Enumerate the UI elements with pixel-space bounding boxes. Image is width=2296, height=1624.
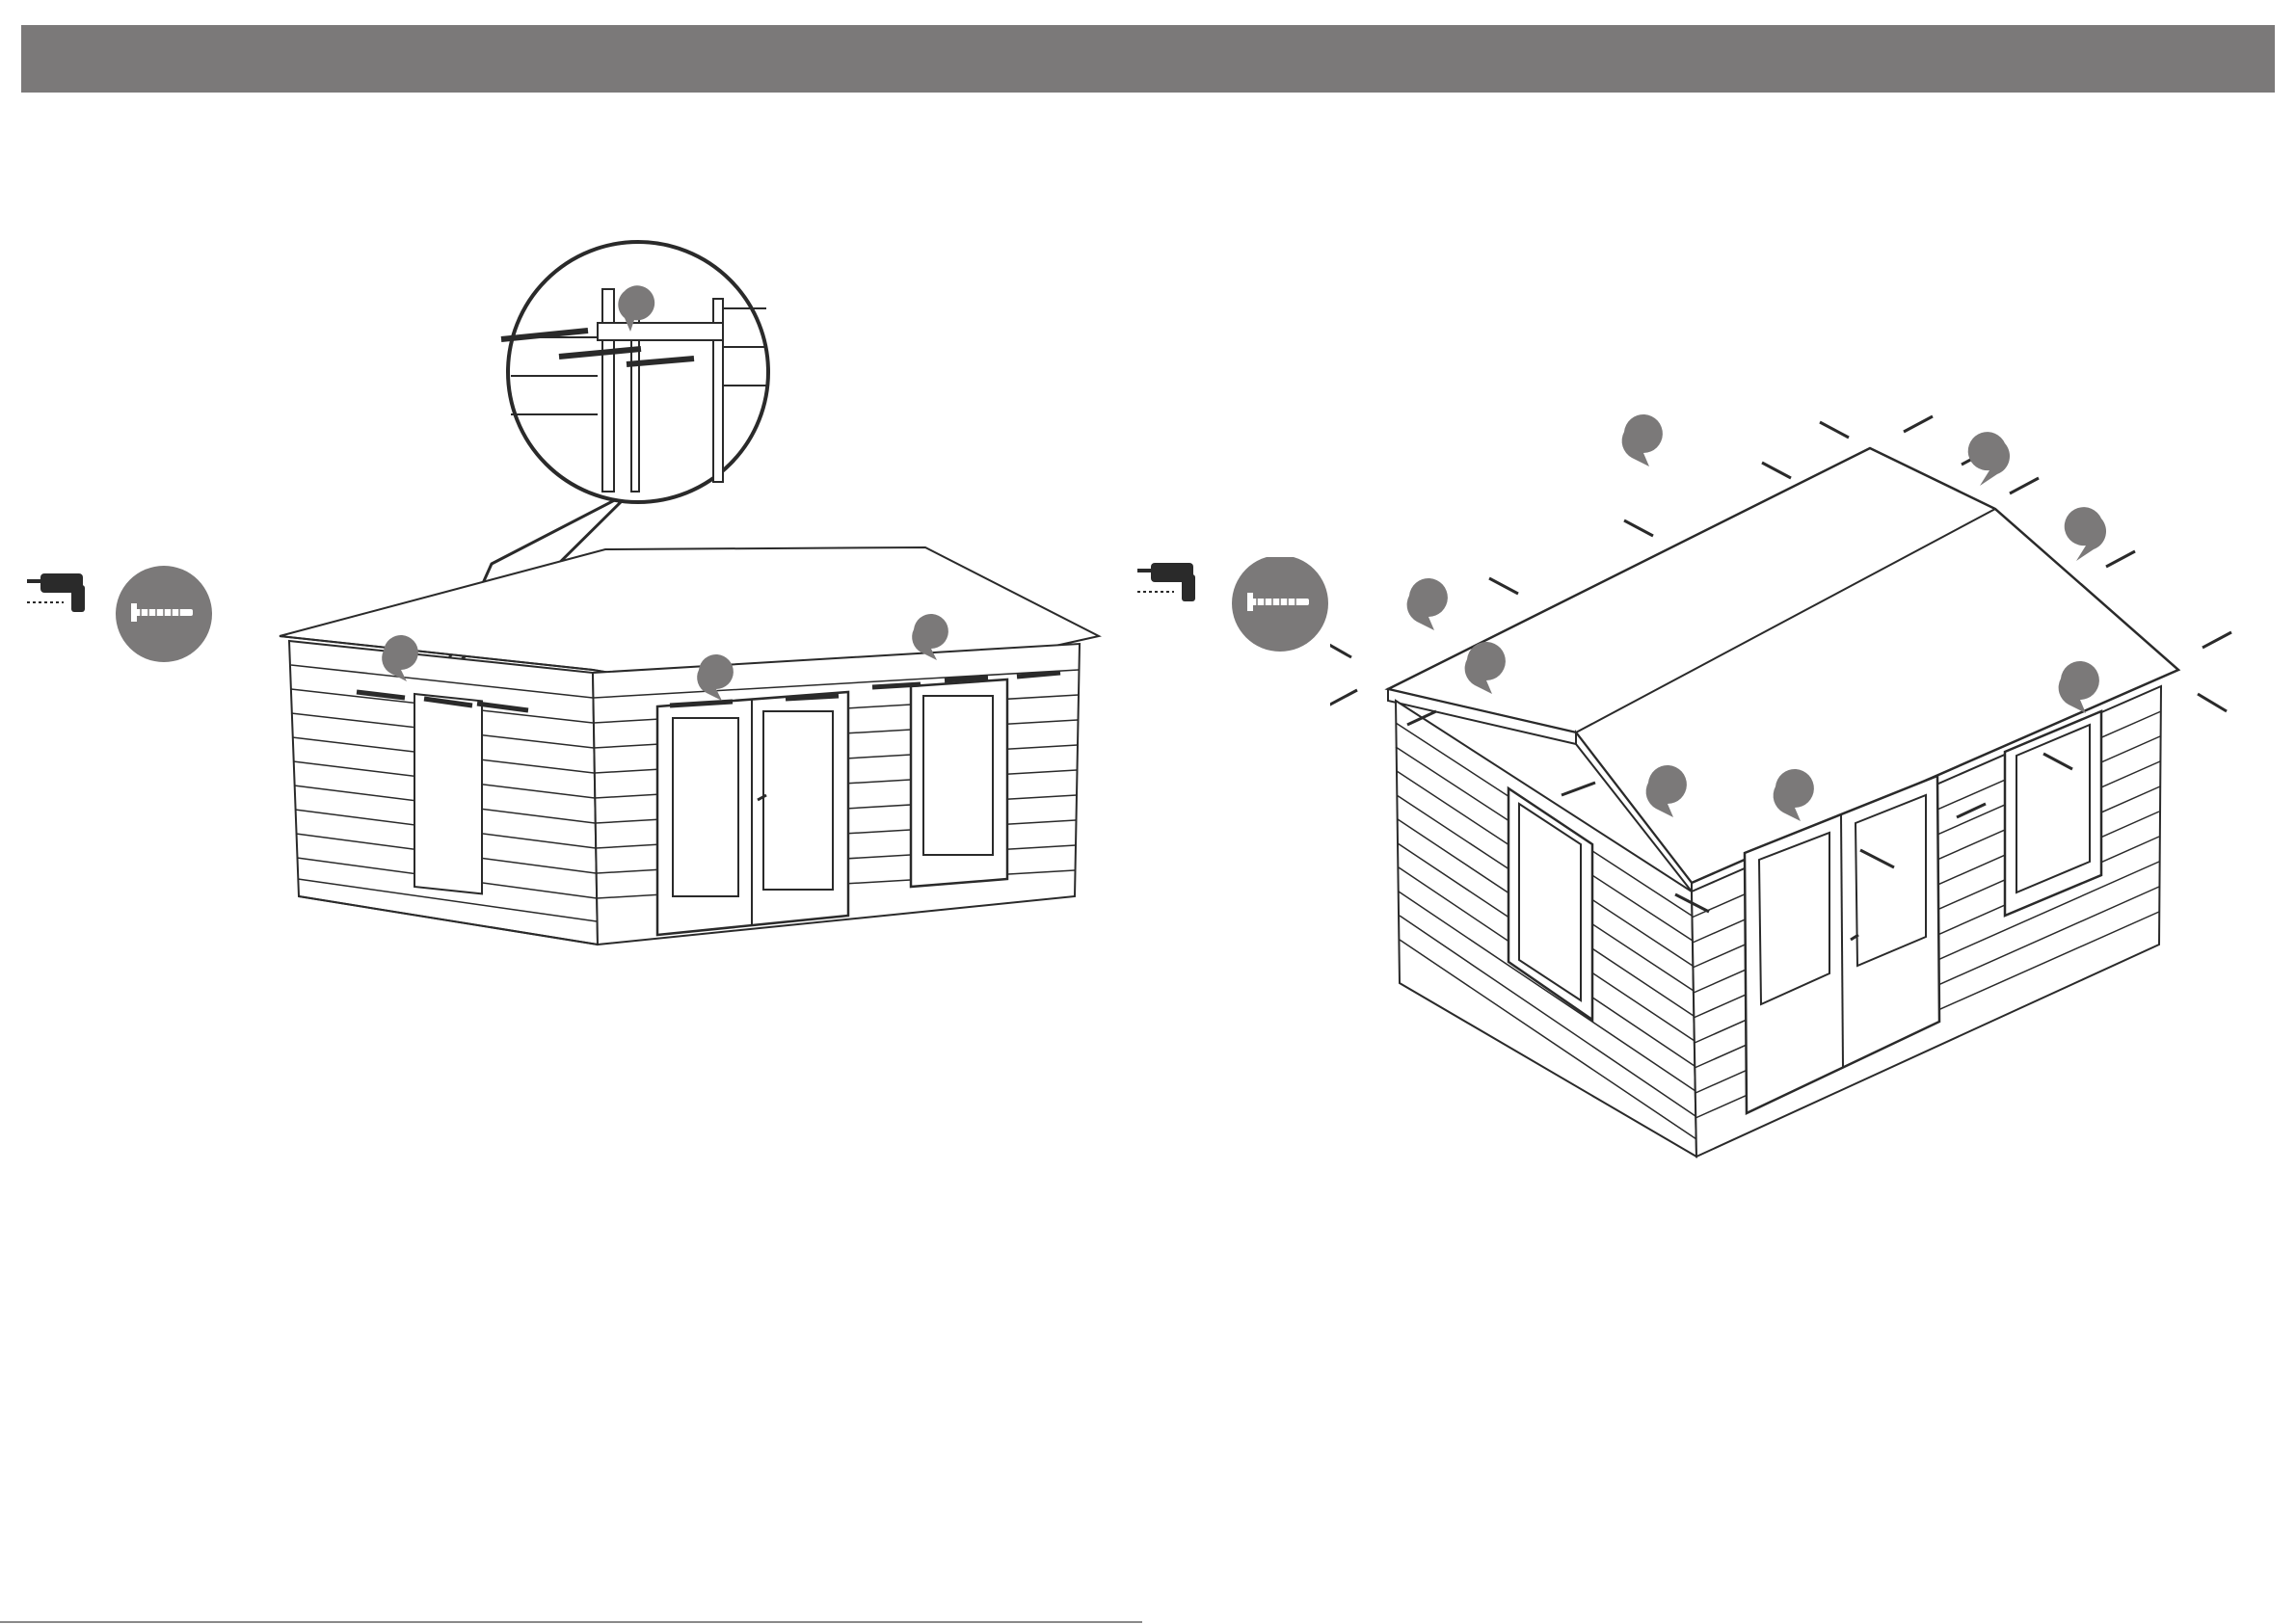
drill-icon <box>1137 563 1195 601</box>
cabin-illustration-right <box>1330 405 2256 1176</box>
callout-marker <box>1407 578 1448 630</box>
detail-zoom-circle <box>501 242 768 502</box>
tool-badges-right <box>1137 557 1330 663</box>
drill-icon <box>27 573 85 612</box>
callout-marker <box>1968 432 2010 486</box>
cabin-illustration-left <box>270 231 1118 1060</box>
footer-rule <box>0 1621 1142 1623</box>
cabin-front-wall <box>593 644 1080 945</box>
screw-icon <box>1232 557 1328 652</box>
callout-marker <box>1622 414 1663 466</box>
callout-marker <box>2065 507 2106 561</box>
screw-icon <box>116 566 212 662</box>
front-window <box>911 679 1007 887</box>
double-door <box>657 692 848 935</box>
header-bar <box>21 25 2275 93</box>
side-window <box>414 694 482 893</box>
cabin-side-wall <box>289 641 598 945</box>
tool-badges-left <box>27 564 220 670</box>
